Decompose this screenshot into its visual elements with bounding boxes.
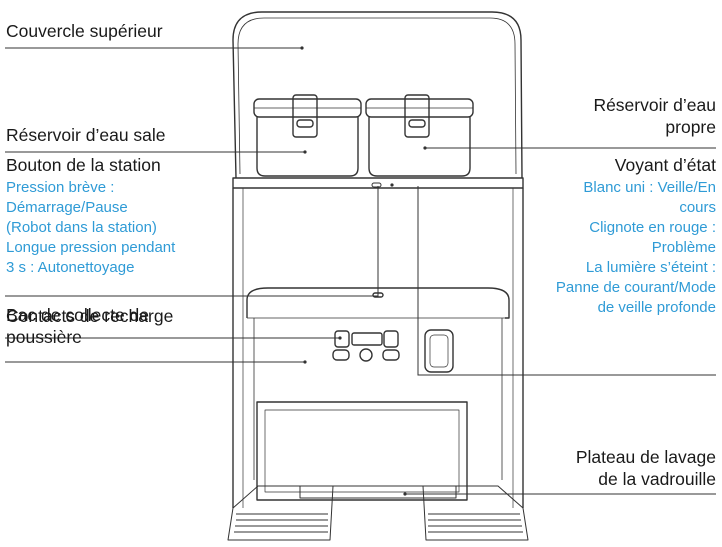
label-clean-water-tank-line1: Réservoir d’eau [593,95,716,115]
status-light-desc-line: Panne de courant/Mode [555,279,716,296]
dirty-water-tank [253,94,362,177]
status-light-desc-line: La lumière s’éteint : [585,259,716,276]
station-button-description: Pression brève : Démarrage/Pause (Robot … [6,178,175,278]
station-button-desc-line: Pression brève : [6,179,115,196]
label-status-light: Voyant d’état [614,155,716,175]
top-cover [232,11,523,179]
station-button-desc-line: 3 s : Autonettoyage [6,259,135,276]
label-top-cover: Couvercle supérieur [6,21,163,41]
station-body [232,188,524,508]
station-button-desc-line: (Robot dans la station) [6,219,157,236]
dust-bin [246,287,510,319]
status-light-desc-line: de veille profonde [597,299,716,316]
drain-port [424,329,454,373]
label-mop-tray-line1: Plateau de lavage [575,447,716,467]
label-dust-bin-line1: Bac de collecte de [6,305,150,325]
label-dirty-water-tank: Réservoir d’eau sale [6,125,166,145]
status-light-desc-line: Blanc uni : Veille/En [583,179,716,196]
station-button-desc-line: Démarrage/Pause [6,199,128,216]
label-charging-contacts: Contacts de recharge [6,306,174,326]
status-light-description: Blanc uni : Veille/En cours Clignote en … [556,178,716,318]
leader-lines [5,47,716,495]
station-button-desc-line: Longue pression pendant [6,239,176,256]
label-clean-water-tank-line2: propre [665,117,716,137]
status-light-desc-line: Problème [651,239,716,256]
label-station-button: Bouton de la station [6,155,161,175]
label-mop-tray: Plateau de lavage de la vadrouille [576,446,716,490]
status-light-desc-line: Clignote en rouge : [589,219,716,236]
clean-water-tank [365,94,474,177]
label-dust-bin: Bac de collecte de poussière [6,304,149,348]
charging-contacts-panel [332,330,400,362]
label-dust-bin-line2: poussière [6,327,82,347]
label-mop-tray-line2: de la vadrouille [598,469,716,489]
wash-compartment [256,401,468,501]
status-light-desc-line: cours [679,199,716,216]
label-clean-water-tank: Réservoir d’eau propre [593,94,716,138]
mop-tray [227,485,529,541]
